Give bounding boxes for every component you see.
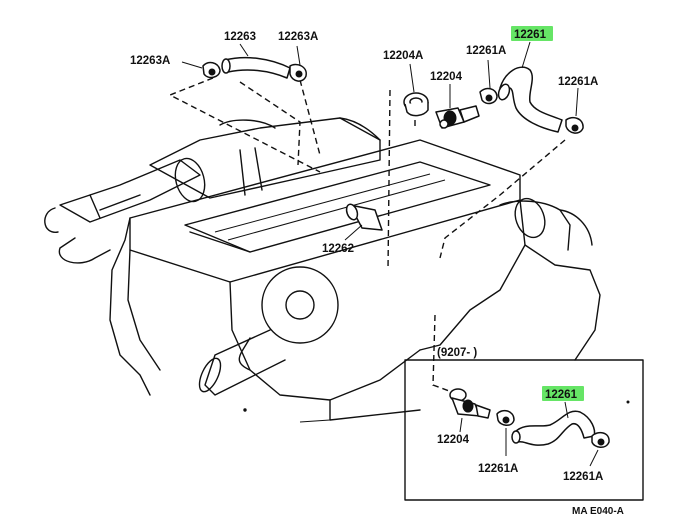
label-inset-date: (9207- ) — [437, 347, 477, 359]
label-12204-inset: 12204 — [437, 434, 470, 446]
label-12261A-inset-right: 12261A — [563, 471, 603, 483]
inset-box — [404, 359, 644, 501]
label-12263A-top: 12263A — [278, 31, 318, 43]
valve-12204-group — [403, 63, 480, 129]
highlight-12261-top — [511, 26, 553, 41]
highlight-12261-inset — [542, 386, 584, 401]
diagram-code: MA E040-A — [572, 506, 624, 517]
label-12262: 12262 — [322, 243, 354, 255]
label-12263A-left: 12263A — [130, 55, 170, 67]
label-12204-top: 12204 — [430, 71, 463, 83]
label-12261A-inset-left: 12261A — [478, 463, 518, 475]
leader-lines — [168, 77, 566, 396]
label-12204A: 12204A — [383, 50, 423, 62]
hose-12263-group — [181, 43, 307, 82]
label-12261-inset: 12261 — [545, 389, 578, 401]
label-12261A-top: 12261A — [466, 45, 506, 57]
label-12263: 12263 — [224, 31, 256, 43]
hose-12261-group — [479, 41, 584, 134]
label-12261A-right: 12261A — [558, 76, 598, 88]
label-12261-top: 12261 — [514, 29, 547, 41]
engine-block — [44, 117, 601, 423]
